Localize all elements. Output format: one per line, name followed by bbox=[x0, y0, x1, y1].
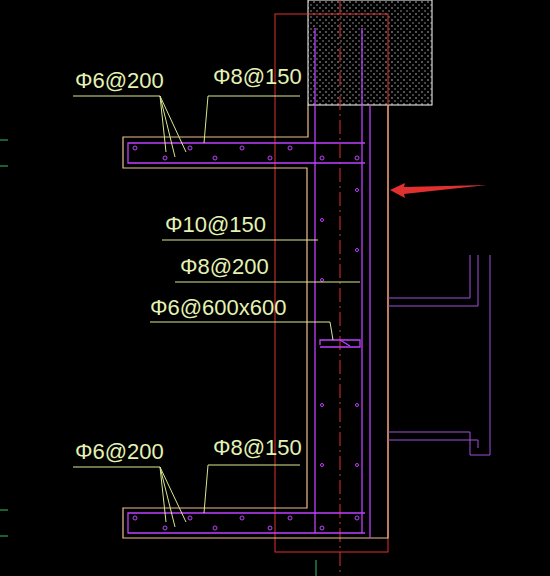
rebar-spec: Φ8@150 bbox=[213, 436, 302, 460]
rebar-spec: Φ6@600x600 bbox=[150, 296, 287, 320]
rebar-spec: Φ6@200 bbox=[75, 69, 164, 93]
rebar-spec: Φ8@150 bbox=[213, 65, 302, 89]
rebar-spec: Φ8@200 bbox=[180, 255, 269, 279]
rebar-spec: Φ6@200 bbox=[75, 440, 164, 464]
rebar-spec: Φ10@150 bbox=[165, 213, 266, 237]
